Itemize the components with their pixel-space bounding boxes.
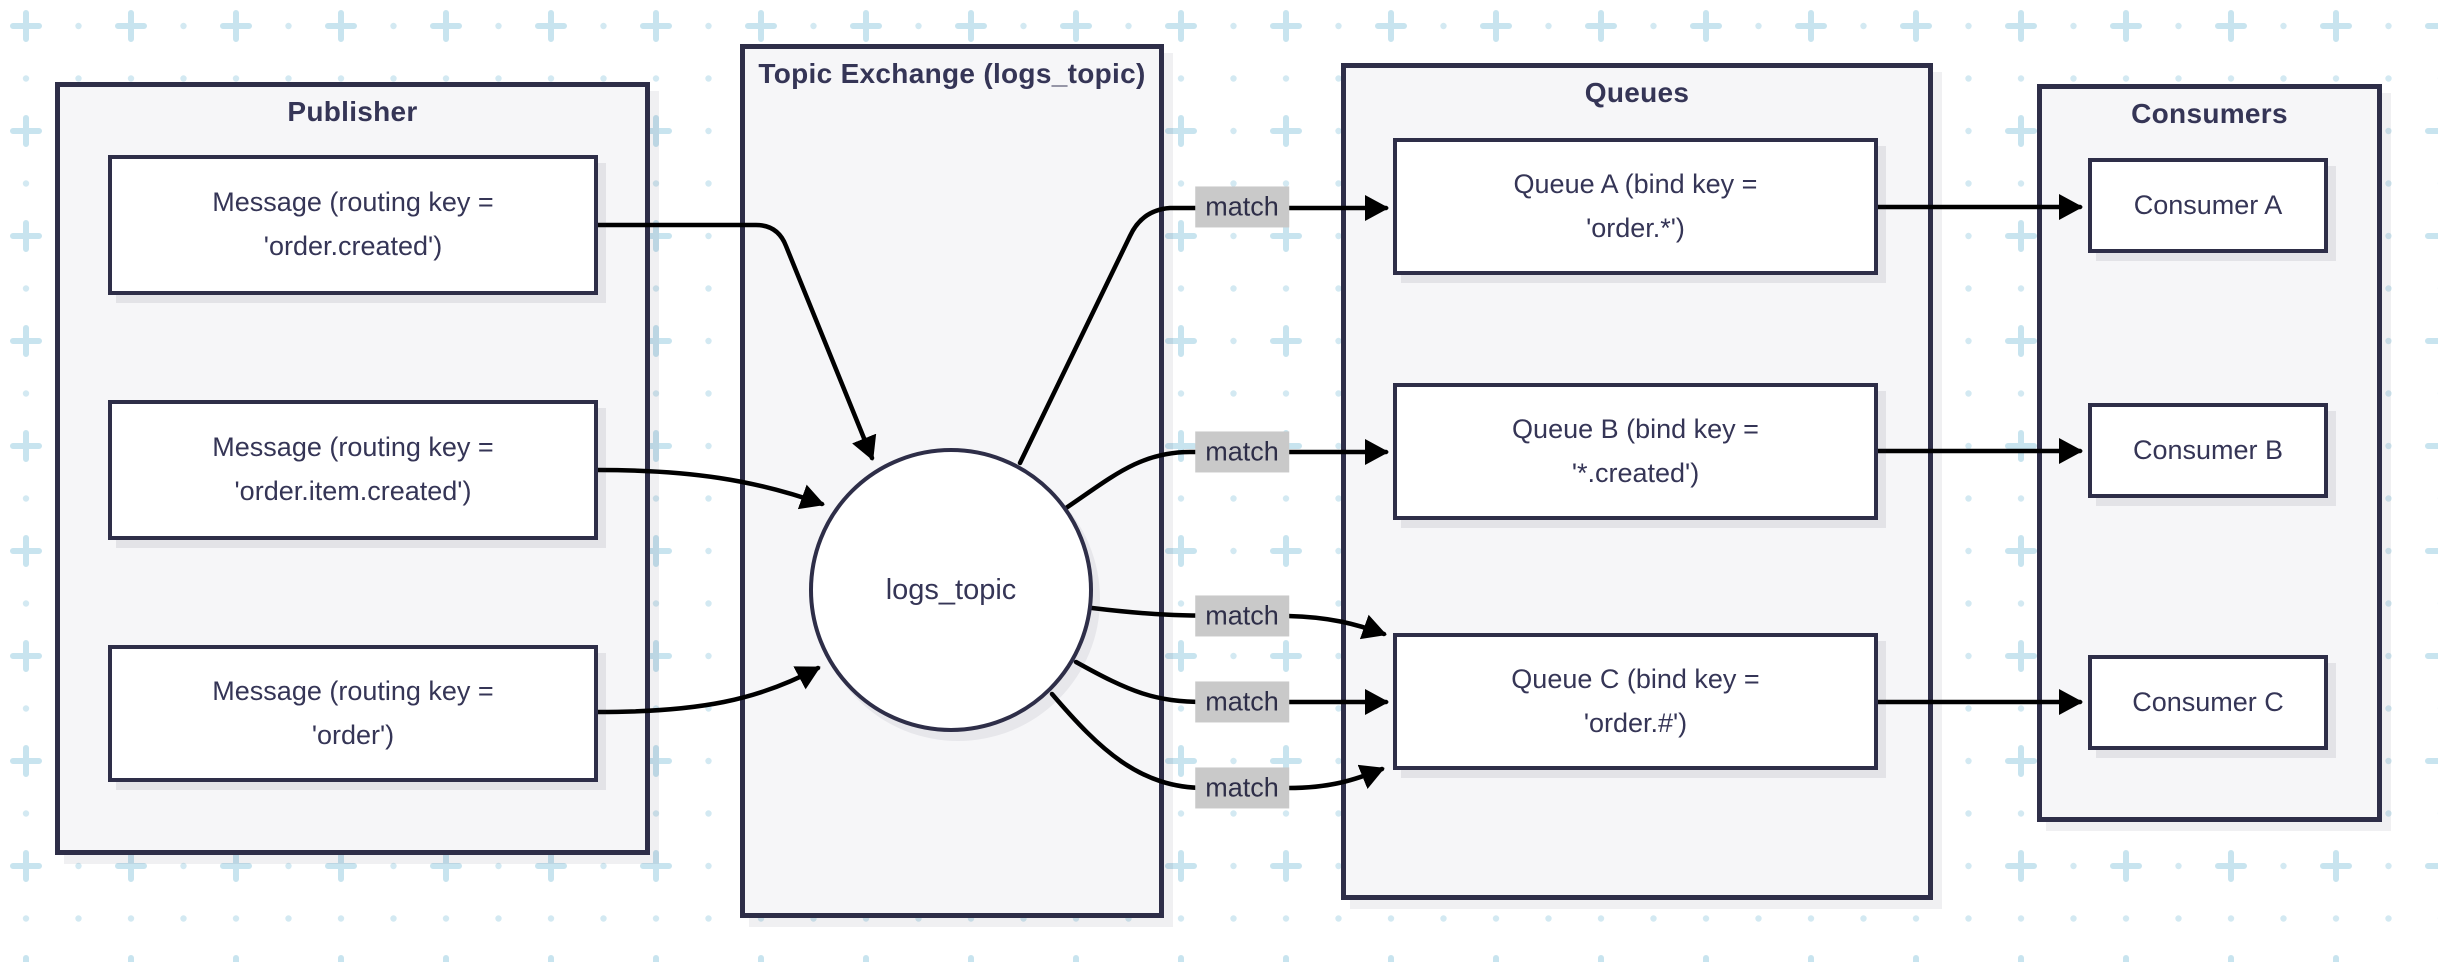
- consumer-label: Consumer A: [2133, 189, 2283, 220]
- message-node-order-item-created: Message (routing key = 'order.item.creat…: [108, 400, 598, 540]
- queue-c-node: Queue C (bind key = 'order.#'): [1393, 633, 1878, 770]
- consumers-group-title: Consumers: [2131, 98, 2288, 129]
- consumer-label: Consumer C: [2132, 686, 2284, 717]
- exchange-circle-node: logs_topic: [809, 448, 1093, 732]
- message-text-line: Message (routing key =: [212, 187, 494, 218]
- queue-text-line: Queue B (bind key =: [1512, 413, 1759, 444]
- queues-group-title: Queues: [1584, 77, 1690, 108]
- queue-a-node: Queue A (bind key = 'order.*'): [1393, 138, 1878, 275]
- consumer-c-node: Consumer C: [2088, 655, 2328, 750]
- exchange-node-label: logs_topic: [885, 573, 1017, 606]
- match-label-chip: match: [1195, 767, 1289, 809]
- queue-text-line: Queue C (bind key =: [1511, 663, 1760, 694]
- match-label-chip: match: [1195, 681, 1289, 723]
- publisher-group-title: Publisher: [287, 96, 418, 127]
- match-label-chip: match: [1195, 186, 1289, 228]
- consumer-label: Consumer B: [2132, 434, 2284, 465]
- queue-text-line: 'order.*'): [1586, 212, 1685, 243]
- queue-text-line: '*.created'): [1571, 457, 1700, 488]
- message-text-line: 'order.item.created'): [234, 476, 472, 506]
- message-text-line: Message (routing key =: [212, 432, 494, 463]
- consumer-a-node: Consumer A: [2088, 158, 2328, 253]
- exchange-group-title: Topic Exchange (logs_topic): [758, 58, 1146, 89]
- consumer-b-node: Consumer B: [2088, 403, 2328, 498]
- message-text-line: Message (routing key =: [212, 675, 494, 706]
- queue-b-node: Queue B (bind key = '*.created'): [1393, 383, 1878, 520]
- message-text-line: 'order'): [311, 719, 395, 750]
- message-text-line: 'order.created'): [263, 231, 443, 261]
- queue-text-line: 'order.#'): [1583, 707, 1688, 738]
- message-node-order-created: Message (routing key = 'order.created'): [108, 155, 598, 295]
- match-label-chip: match: [1195, 431, 1289, 473]
- queue-text-line: Queue A (bind key =: [1513, 168, 1758, 199]
- message-node-order: Message (routing key = 'order'): [108, 645, 598, 782]
- match-label-chip: match: [1195, 595, 1289, 637]
